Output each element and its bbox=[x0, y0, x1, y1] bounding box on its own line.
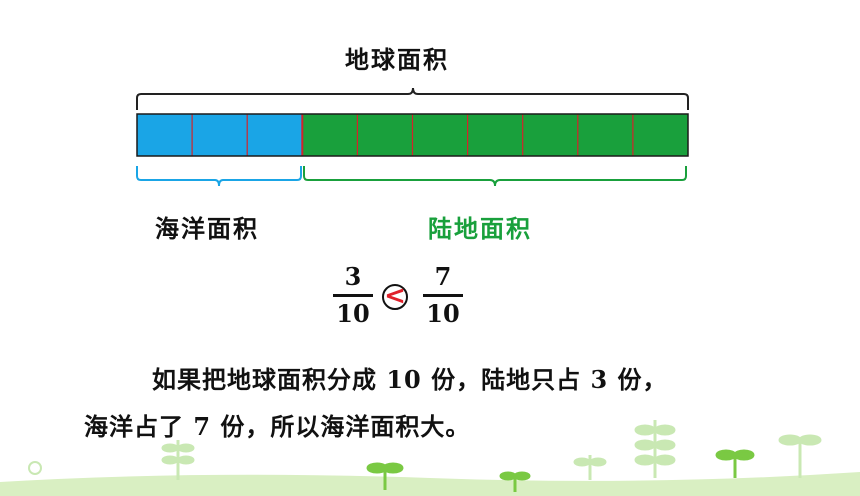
ocean-cell bbox=[247, 114, 303, 156]
ocean-area-label: 海洋面积 bbox=[155, 214, 259, 243]
ground-dot bbox=[28, 461, 42, 475]
land-cell bbox=[522, 114, 578, 156]
land-cell bbox=[632, 114, 688, 156]
land-area-label: 陆地面积 bbox=[428, 214, 532, 243]
earth-brace bbox=[136, 87, 689, 110]
ocean-cell bbox=[192, 114, 248, 156]
land-cell bbox=[577, 114, 633, 156]
fraction-right: 7 10 bbox=[423, 262, 463, 329]
area-bar bbox=[136, 113, 689, 157]
bar-outline bbox=[136, 113, 689, 157]
fraction-right-numerator: 7 bbox=[434, 262, 452, 291]
earth-area-label: 地球面积 bbox=[345, 45, 449, 74]
comparison-operator: < bbox=[384, 281, 406, 311]
explanation-line-2: 海洋占了 7 份，所以海洋面积大。 bbox=[84, 412, 471, 441]
ground-decoration bbox=[0, 472, 860, 496]
explanation-line-1: 如果把地球面积分成 10 份，陆地只占 3 份， bbox=[152, 365, 668, 394]
ocean-cell bbox=[137, 114, 193, 156]
fraction-right-line bbox=[423, 294, 463, 297]
land-cell bbox=[467, 114, 523, 156]
fraction-right-denominator: 10 bbox=[426, 299, 460, 328]
sprout-decoration-green bbox=[366, 449, 755, 492]
land-cell bbox=[412, 114, 468, 156]
fraction-left-denominator: 10 bbox=[336, 299, 370, 328]
comparison-circle: < bbox=[382, 281, 408, 311]
ocean-brace bbox=[136, 166, 302, 187]
fraction-left-line bbox=[333, 294, 373, 297]
land-cell bbox=[302, 114, 358, 156]
land-cell bbox=[357, 114, 413, 156]
sprout-decoration bbox=[161, 420, 822, 480]
land-brace bbox=[303, 166, 687, 187]
fraction-left-numerator: 3 bbox=[344, 262, 362, 291]
fraction-left: 3 10 bbox=[333, 262, 373, 329]
